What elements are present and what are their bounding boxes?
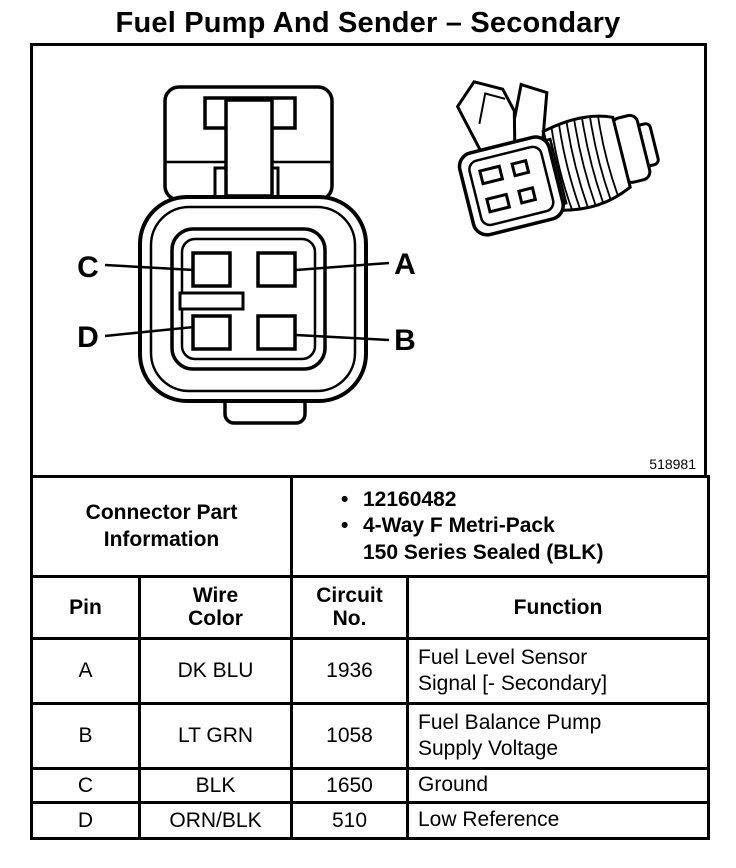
front-face — [468, 145, 555, 227]
part-info-row: Connector Part Information • 12160482 • … — [30, 475, 711, 578]
pin-value: D — [77, 808, 94, 832]
function-cell: Fuel Level Sensor Signal [- Secondary] — [405, 637, 711, 705]
pin-cell: D — [30, 801, 141, 840]
connector-diagram-svg: C A D B — [77, 80, 660, 425]
circuit-no-cell: 1650 — [290, 767, 409, 804]
table-row-pin-c: C BLK 1650 Ground — [30, 767, 711, 804]
pin-value: C — [77, 773, 94, 797]
leader-line-c — [104, 263, 195, 272]
part-info-label-cell: Connector Part Information — [30, 475, 293, 578]
circuit-no-value: 1936 — [326, 659, 373, 682]
function-value: Fuel Level Sensor Signal [- Secondary] — [418, 645, 608, 695]
rib-3 — [565, 122, 589, 208]
wire-color-value: BLK — [195, 773, 236, 797]
pin-cell: B — [30, 702, 141, 770]
circuit-no-cell: 510 — [290, 801, 409, 840]
pin-label-c: C — [77, 251, 99, 284]
header-wire-color-cell: Wire Color — [138, 575, 293, 640]
leader-line-a — [295, 261, 390, 272]
pin-cavity-a — [256, 251, 297, 288]
connector-perspective-view — [455, 80, 660, 237]
header-circuit-no: Circuit No. — [316, 583, 383, 631]
cavity-outline-outer — [170, 227, 327, 371]
connector-figure-box: C A D B — [30, 43, 711, 840]
page-title: Fuel Pump And Sender – Secondary — [115, 7, 621, 39]
slot-1 — [478, 164, 505, 186]
table-header-row: Pin Wire Color Circuit No. Function — [30, 575, 711, 640]
rib-4 — [573, 119, 597, 206]
table-row-pin-b: B LT GRN 1058 Fuel Balance Pump Supply V… — [30, 702, 711, 770]
header-pin-cell: Pin — [30, 575, 141, 640]
circuit-no-value: 1650 — [326, 773, 373, 797]
pin-value: A — [78, 659, 93, 682]
function-cell: Fuel Balance Pump Supply Voltage — [405, 702, 711, 770]
pin-label-a: A — [394, 248, 416, 281]
leader-line-b — [295, 333, 390, 342]
connector-drawing-area: C A D B — [30, 43, 707, 478]
header-function: Function — [513, 595, 603, 619]
pin-cell: A — [30, 637, 141, 705]
bullet-icon: • — [341, 514, 349, 538]
slot-4 — [517, 186, 538, 205]
wire-color-cell: DK BLU — [138, 637, 293, 705]
pin-label-d: D — [77, 321, 99, 354]
rib-7 — [597, 115, 619, 196]
pin-cavity-b — [256, 314, 297, 351]
wire-color-cell: ORN/BLK — [138, 801, 293, 840]
part-info-label: Connector Part Information — [85, 501, 238, 551]
function-value: Fuel Balance Pump Supply Voltage — [418, 710, 602, 760]
front-housing — [457, 135, 565, 237]
connector-front-view — [138, 85, 368, 425]
wire-color-value: DK BLU — [177, 659, 254, 682]
part-number: 12160482 — [363, 488, 457, 512]
wire-color-cell: BLK — [138, 767, 293, 804]
lock-tab-stem — [224, 98, 274, 198]
connector-series-bullet: • 4-Way F Metri-Pack 150 Series Sealed (… — [341, 513, 707, 566]
bullet-icon: • — [341, 488, 349, 512]
rib-6 — [589, 116, 612, 200]
slot-3 — [485, 192, 512, 214]
pin-value: B — [78, 724, 93, 747]
circuit-no-value: 1058 — [326, 724, 373, 747]
rib-1 — [550, 128, 573, 210]
circuit-no-cell: 1058 — [290, 702, 409, 770]
connector-table: Connector Part Information • 12160482 • … — [30, 475, 711, 840]
function-value: Low Reference — [418, 808, 560, 832]
wire-color-value: ORN/BLK — [169, 808, 262, 832]
pin-label-b: B — [394, 324, 416, 357]
page: Fuel Pump And Sender – Secondary — [0, 0, 736, 840]
key-slot — [178, 291, 245, 311]
header-circuit-no-cell: Circuit No. — [290, 575, 409, 640]
figure-number: 518981 — [649, 456, 696, 472]
part-number-bullet: • 12160482 — [341, 487, 707, 513]
slot-2 — [510, 158, 531, 178]
wire-color-cell: LT GRN — [138, 702, 293, 770]
header-function-cell: Function — [405, 575, 711, 640]
wire-color-value: LT GRN — [177, 724, 254, 747]
latch-wing-detail — [478, 92, 506, 124]
rib-5 — [581, 117, 605, 204]
function-cell: Ground — [405, 767, 711, 804]
table-row-pin-d: D ORN/BLK 510 Low Reference — [30, 801, 711, 840]
pin-cell: C — [30, 767, 141, 804]
function-cell: Low Reference — [405, 801, 711, 840]
table-row-pin-a: A DK BLU 1936 Fuel Level Sensor Signal [… — [30, 637, 711, 705]
header-wire-color: Wire Color — [188, 583, 243, 631]
leader-line-d — [104, 325, 195, 338]
function-value: Ground — [418, 773, 489, 797]
connector-series-line-1: 4-Way F Metri-Pack — [363, 514, 555, 538]
circuit-no-value: 510 — [331, 808, 368, 832]
header-pin: Pin — [69, 595, 102, 619]
body-outline-2 — [149, 205, 357, 393]
circuit-no-cell: 1936 — [290, 637, 409, 705]
part-info-details-cell: • 12160482 • 4-Way F Metri-Pack 150 Seri… — [289, 475, 711, 578]
connector-series-line-2: 150 Series Sealed (BLK) — [363, 540, 604, 564]
pin-callouts: C A D B — [77, 248, 416, 357]
pin-cavity-d — [191, 314, 232, 351]
pin-cavity-c — [191, 251, 232, 288]
rib-2 — [558, 125, 581, 209]
